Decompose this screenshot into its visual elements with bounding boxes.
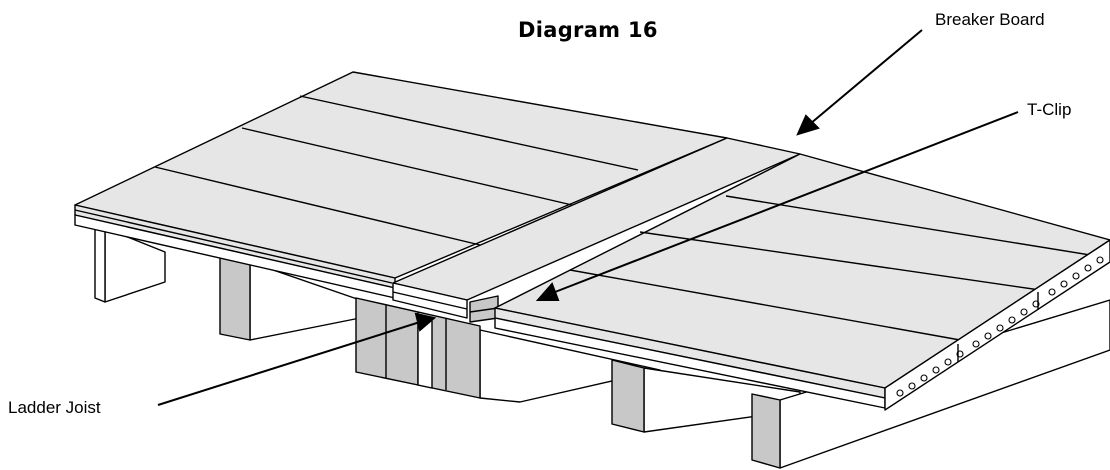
diagram-title: Diagram 16 [518, 18, 658, 42]
t-clip-label: T-Clip [1027, 100, 1072, 119]
t-clip [469, 295, 499, 323]
left-deck [74, 71, 728, 299]
support-joist-2 [611, 359, 801, 433]
right-deck [494, 153, 1110, 411]
ladder-joist [355, 297, 661, 403]
ladder-joist-label: Ladder Joist [8, 398, 101, 417]
support-joist-1 [219, 255, 361, 341]
breaker-board-label: Breaker Board [935, 10, 1045, 29]
callout-leaders [157, 29, 1019, 406]
